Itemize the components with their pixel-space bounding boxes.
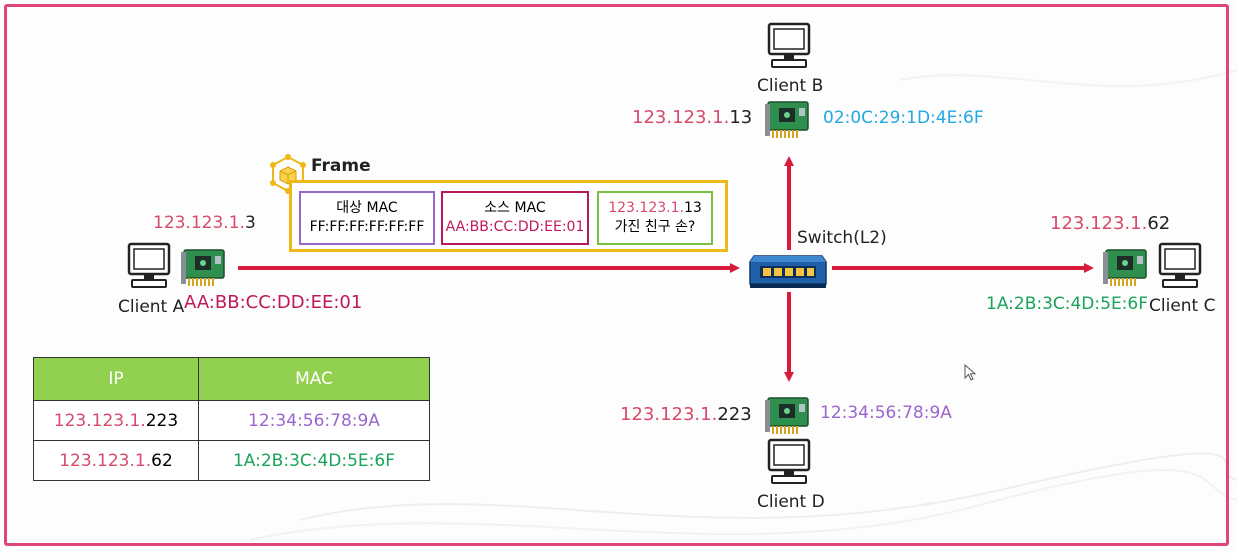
table-row: 123.123.1.223 12:34:56:78:9A — [33, 400, 430, 441]
table-cell-mac: 12:34:56:78:9A — [198, 400, 430, 441]
table-header-ip: IP — [33, 357, 199, 401]
client-a-mac: AA:BB:CC:DD:EE:01 — [184, 292, 363, 313]
computer-icon — [127, 242, 171, 288]
client-a-ip: 123.123.1.3 — [153, 213, 256, 233]
client-b-name: Client B — [757, 76, 824, 96]
table-cell-mac: 1A:2B:3C:4D:5E:6F — [198, 440, 430, 481]
dest-mac-cell: 대상 MAC FF:FF:FF:FF:FF:FF — [299, 191, 435, 245]
dest-mac-label: 대상 MAC — [336, 200, 398, 216]
query-ip: 123.123.1.13 — [608, 200, 702, 216]
client-d-name: Client D — [757, 492, 825, 512]
computer-icon — [767, 438, 811, 484]
src-mac-value: AA:BB:CC:DD:EE:01 — [445, 219, 585, 235]
query-text: 가진 친구 손? — [614, 219, 696, 235]
table-header-mac: MAC — [198, 357, 430, 401]
network-card-icon — [765, 397, 809, 434]
table-cell-ip: 123.123.1.62 — [33, 440, 199, 481]
query-cell: 123.123.1.13 가진 친구 손? — [597, 191, 713, 245]
client-c-mac: 1A:2B:3C:4D:5E:6F — [986, 294, 1149, 314]
switch-icon — [749, 255, 827, 288]
frame-box: 대상 MAC FF:FF:FF:FF:FF:FF 소스 MAC AA:BB:CC… — [289, 180, 728, 252]
dest-mac-value: FF:FF:FF:FF:FF:FF — [309, 219, 425, 235]
src-mac-cell: 소스 MAC AA:BB:CC:DD:EE:01 — [441, 191, 589, 245]
network-card-icon — [765, 101, 809, 138]
client-c-name: Client C — [1149, 296, 1216, 316]
computer-icon — [1158, 242, 1202, 288]
client-d-mac: 12:34:56:78:9A — [820, 403, 952, 423]
src-mac-label: 소스 MAC — [484, 200, 546, 216]
computer-icon — [767, 22, 811, 68]
table-row: 123.123.1.62 1A:2B:3C:4D:5E:6F — [33, 440, 430, 481]
client-b-mac: 02:0C:29:1D:4E:6F — [823, 108, 984, 128]
frame-title: Frame — [311, 156, 371, 176]
network-card-icon — [181, 249, 225, 286]
table-cell-ip: 123.123.1.223 — [33, 400, 199, 441]
client-c-ip: 123.123.1.62 — [1050, 213, 1171, 234]
mac-address-table: IP MAC 123.123.1.223 12:34:56:78:9A 123.… — [33, 357, 430, 481]
cursor-icon — [964, 364, 977, 381]
switch-label: Switch(L2) — [797, 228, 887, 248]
client-a-name: Client A — [118, 297, 185, 317]
client-d-ip: 123.123.1.223 — [620, 404, 752, 425]
network-card-icon — [1103, 249, 1147, 286]
client-b-ip: 123.123.1.13 — [632, 107, 753, 128]
table-header-row: IP MAC — [33, 357, 430, 401]
slide-border — [4, 4, 1229, 546]
